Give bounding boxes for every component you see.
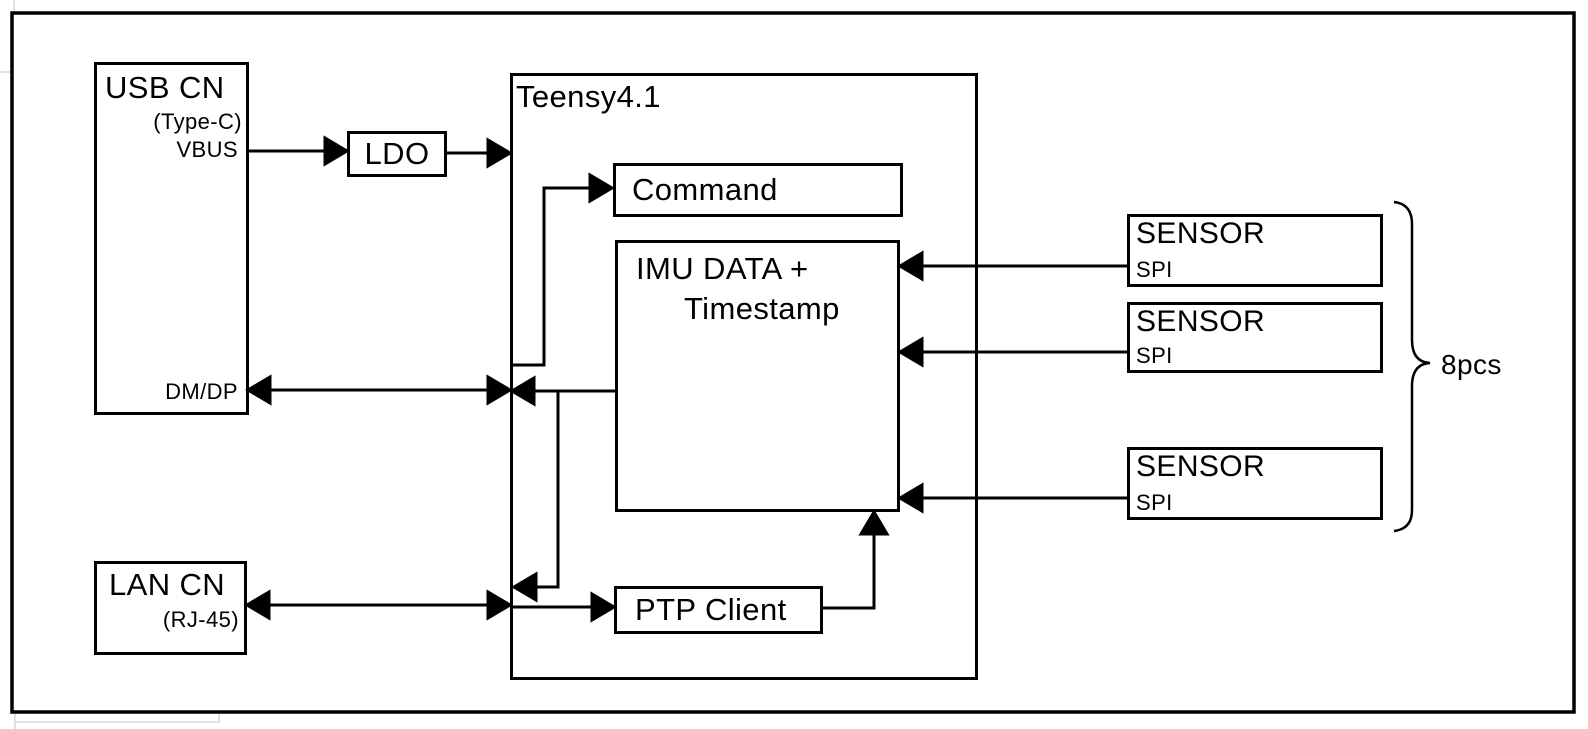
usb-title: USB CN bbox=[105, 70, 225, 105]
usb-subtitle: (Type-C) bbox=[153, 109, 242, 134]
command-title: Command bbox=[632, 172, 778, 208]
node-ldo: LDO bbox=[347, 131, 447, 177]
connector-lan-bidirectional bbox=[244, 589, 513, 621]
arrowhead-right-icon bbox=[486, 137, 513, 169]
node-ptp-client: PTP Client bbox=[614, 586, 823, 634]
arrowhead-right-icon bbox=[486, 374, 513, 406]
sensor-count-label: 8pcs bbox=[1441, 349, 1502, 380]
sensor3-title: SENSOR bbox=[1136, 450, 1266, 483]
sensor1-title: SENSOR bbox=[1136, 217, 1266, 250]
imu-title-line2: Timestamp bbox=[684, 291, 840, 326]
arrowhead-left-icon bbox=[245, 374, 272, 406]
arrowhead-right-icon bbox=[323, 135, 350, 167]
teensy-title: Teensy4.1 bbox=[516, 79, 661, 114]
connector-vbus-to-ldo bbox=[248, 135, 350, 167]
connector-dmdp-bidirectional bbox=[245, 374, 513, 406]
lan-subtitle: (RJ-45) bbox=[162, 607, 239, 632]
node-sensor-3: SENSOR SPI bbox=[1127, 447, 1383, 520]
node-imu-data-timestamp: IMU DATA + Timestamp bbox=[615, 240, 900, 512]
connector-ldo-to-teensy bbox=[447, 137, 513, 169]
sensor2-title: SENSOR bbox=[1136, 305, 1266, 338]
ptp-title: PTP Client bbox=[635, 592, 787, 628]
node-usb-connector: USB CN (Type-C) VBUS DM/DP bbox=[94, 62, 249, 415]
sensor2-interface: SPI bbox=[1136, 343, 1173, 368]
sensor3-interface: SPI bbox=[1136, 490, 1173, 515]
usb-pin-vbus: VBUS bbox=[176, 137, 238, 162]
ldo-title: LDO bbox=[364, 136, 430, 172]
usb-pin-dmdp: DM/DP bbox=[165, 379, 238, 404]
node-sensor-1: SENSOR SPI bbox=[1127, 214, 1383, 287]
arrowhead-right-icon bbox=[486, 589, 513, 621]
imu-title-line1: IMU DATA + bbox=[636, 251, 809, 286]
node-sensor-2: SENSOR SPI bbox=[1127, 302, 1383, 373]
sensors-group-brace bbox=[1393, 200, 1431, 533]
lan-title: LAN CN bbox=[109, 567, 226, 602]
node-lan-connector: LAN CN (RJ-45) bbox=[94, 561, 247, 655]
arrowhead-left-icon bbox=[244, 589, 271, 621]
sensor1-interface: SPI bbox=[1136, 257, 1173, 282]
node-command: Command bbox=[613, 163, 903, 217]
